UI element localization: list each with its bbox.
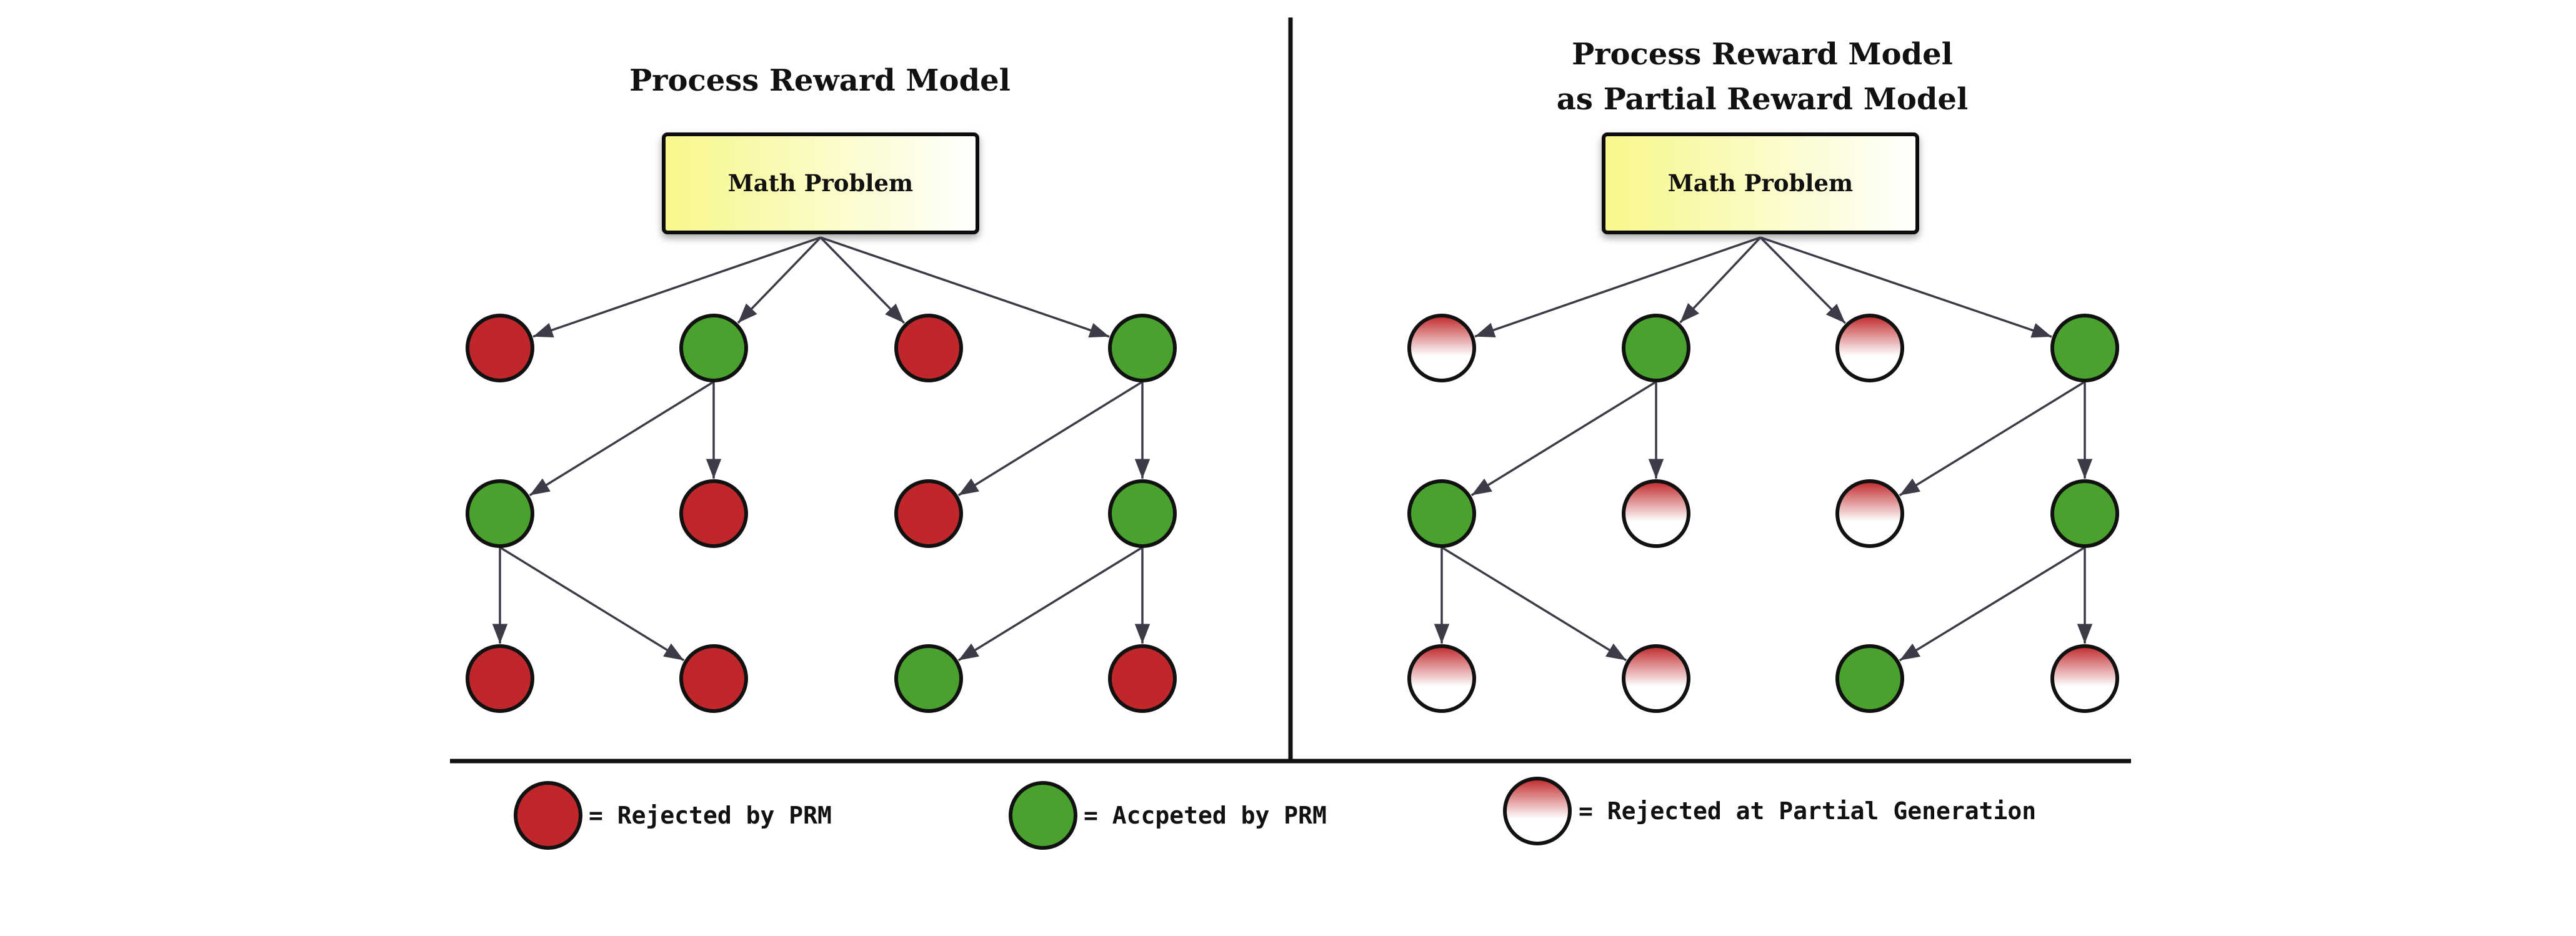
right-panel-title-line2: as Partial Reward Model <box>1557 82 1968 117</box>
right-node-a-partial <box>1407 314 1476 382</box>
right-edge-h-k <box>1899 546 2085 662</box>
left-math-problem-label: Math Problem <box>728 169 913 197</box>
left-node-f-rejected <box>679 479 748 548</box>
right-node-g-partial <box>1835 479 1904 548</box>
left-math-problem-box: Math Problem <box>662 132 979 234</box>
left-edge-b-e <box>529 381 714 497</box>
right-edge-b-e <box>1470 381 1657 497</box>
right-edges <box>1434 236 2093 662</box>
left-edge-root-a <box>532 236 821 338</box>
legend-accepted-label: = Accpeted by PRM <box>1084 802 1327 829</box>
left-edges <box>492 236 1151 662</box>
legend: = Rejected by PRM = Accpeted by PRM = Re… <box>514 777 2036 850</box>
legend-partial-circle <box>1503 777 1572 845</box>
legend-item-partial: = Rejected at Partial Generation <box>1503 777 2036 845</box>
left-edge-h-k <box>957 546 1143 662</box>
left-node-i-rejected <box>466 644 534 713</box>
left-node-h-accepted <box>1108 479 1177 548</box>
right-node-d-accepted <box>2050 314 2119 382</box>
legend-item-rejected: = Rejected by PRM <box>514 781 832 850</box>
left-node-g-rejected <box>894 479 963 548</box>
left-node-k-accepted <box>894 644 963 713</box>
left-panel-title: Process Reward Model <box>629 63 1011 98</box>
right-node-h-accepted <box>2050 479 2119 548</box>
right-edge-root-a <box>1474 236 1761 338</box>
left-edge-root-b <box>737 236 822 324</box>
left-node-e-accepted <box>466 479 534 548</box>
left-nodes <box>466 314 1177 713</box>
right-edge-root-c <box>1759 236 1846 324</box>
right-edge-d-g <box>1899 381 2085 497</box>
right-edge-e-j <box>1441 546 1627 662</box>
left-edge-root-c <box>819 236 906 324</box>
right-node-c-partial <box>1835 314 1904 382</box>
right-math-problem-box: Math Problem <box>1602 132 1919 234</box>
left-node-d-accepted <box>1108 314 1177 382</box>
right-node-l-partial <box>2050 644 2119 713</box>
left-node-b-accepted <box>679 314 748 382</box>
right-math-problem-label: Math Problem <box>1668 169 1853 197</box>
right-node-f-partial <box>1622 479 1690 548</box>
left-node-a-rejected <box>466 314 534 382</box>
right-node-b-accepted <box>1622 314 1690 382</box>
right-node-i-partial <box>1407 644 1476 713</box>
right-node-k-accepted <box>1835 644 1904 713</box>
right-nodes <box>1407 314 2119 713</box>
left-edge-root-d <box>820 236 1110 338</box>
left-edge-e-j <box>499 546 685 662</box>
legend-accepted-circle <box>1009 781 1077 850</box>
right-panel-title-line1: Process Reward Model <box>1572 37 1953 72</box>
legend-item-accepted: = Accpeted by PRM <box>1009 781 1327 850</box>
legend-partial-label: = Rejected at Partial Generation <box>1579 797 2036 825</box>
right-edge-root-d <box>1760 236 2052 338</box>
legend-rejected-label: = Rejected by PRM <box>589 802 832 829</box>
left-node-l-rejected <box>1108 644 1177 713</box>
legend-rejected-circle <box>514 781 582 850</box>
left-edge-d-g <box>957 381 1143 497</box>
left-node-j-rejected <box>679 644 748 713</box>
right-edge-root-b <box>1679 236 1762 324</box>
right-node-j-partial <box>1622 644 1690 713</box>
right-panel: Process Reward Model as Partial Reward M… <box>1407 37 2119 713</box>
left-panel: Process Reward Model Math Problem <box>466 63 1177 713</box>
right-node-e-accepted <box>1407 479 1476 548</box>
left-node-c-rejected <box>894 314 963 382</box>
